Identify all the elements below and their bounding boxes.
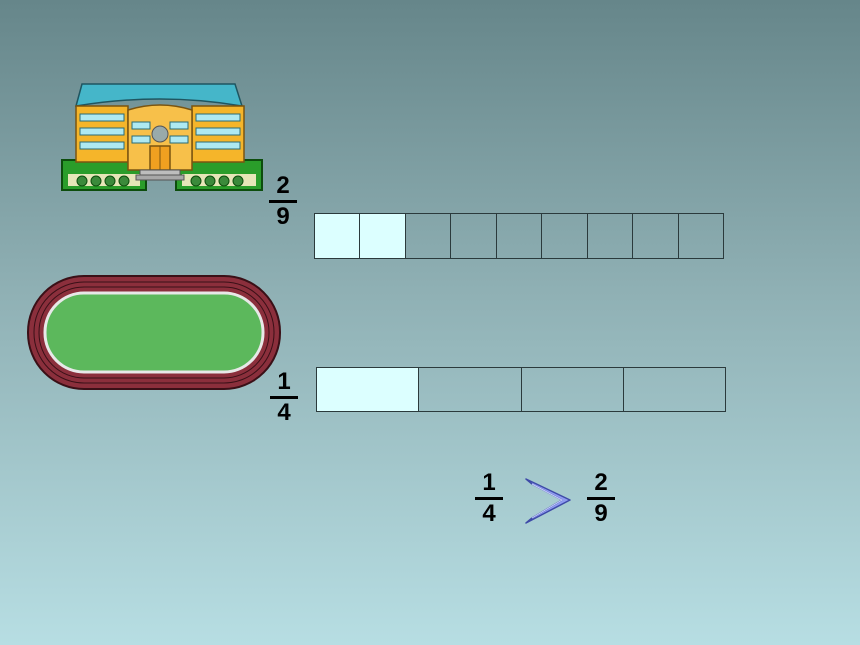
fraction-denominator: 4 [482, 500, 496, 527]
fraction-one-quarter: 1 4 [266, 370, 302, 425]
comparison-right-fraction: 2 9 [583, 471, 619, 526]
shaded-part [360, 214, 406, 258]
shaded-part [317, 368, 420, 411]
unshaded-part [451, 214, 497, 258]
unshaded-part [406, 214, 452, 258]
unshaded-part [624, 368, 725, 411]
fraction-numerator: 2 [594, 469, 608, 496]
shaded-part [315, 214, 361, 258]
fraction-numerator: 1 [482, 469, 496, 496]
fraction-numerator: 1 [277, 368, 291, 395]
unshaded-part [679, 214, 723, 258]
comparison-left-fraction: 1 4 [471, 471, 507, 526]
greater-than-icon [525, 478, 571, 524]
unshaded-part [522, 368, 624, 411]
unshaded-part [542, 214, 588, 258]
unshaded-part [633, 214, 679, 258]
fraction-bar [475, 497, 503, 500]
school-building-icon [61, 83, 263, 191]
fraction-numerator: 2 [276, 172, 290, 199]
ninths-strip [314, 213, 724, 259]
fraction-bar [587, 497, 615, 500]
fraction-two-ninths: 2 9 [265, 174, 301, 229]
unshaded-part [497, 214, 543, 258]
fraction-denominator: 9 [594, 500, 608, 527]
fraction-denominator: 4 [277, 399, 291, 426]
unshaded-part [588, 214, 634, 258]
fraction-bar [270, 396, 298, 399]
quarters-strip [316, 367, 726, 412]
running-track-icon [27, 275, 281, 390]
fraction-denominator: 9 [276, 203, 290, 230]
unshaded-part [419, 368, 522, 411]
fraction-bar [269, 200, 297, 203]
